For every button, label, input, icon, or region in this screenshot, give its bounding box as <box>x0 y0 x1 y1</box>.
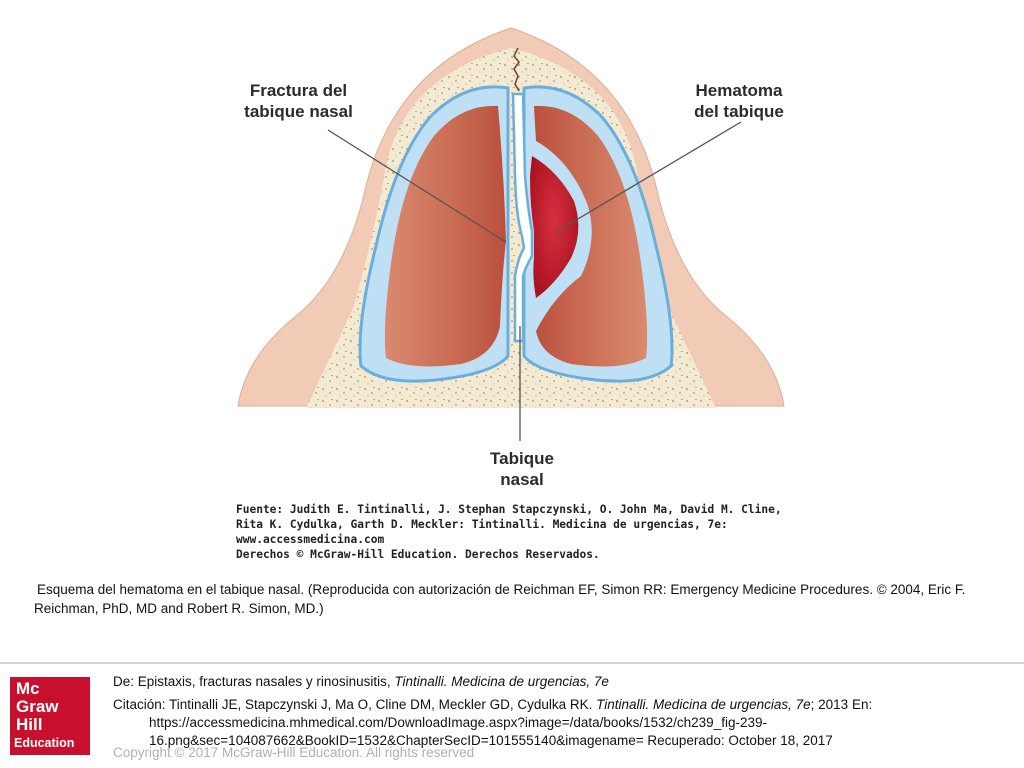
source-chapter-line: De: Epistaxis, fracturas nasales y rinos… <box>113 673 1013 691</box>
citation-url-line-2[interactable]: 16.png&sec=104087662&BookID=1532&Chapter… <box>149 733 833 748</box>
septum-label: Tabique nasal <box>476 448 568 490</box>
nasal-septum <box>511 92 534 343</box>
mcgraw-hill-logo: Mc Graw Hill Education <box>10 677 90 755</box>
logo-text-education: Education <box>14 736 75 750</box>
nasal-septum-diagram: Fractura del tabique nasal Hematoma del … <box>236 26 786 564</box>
hematoma-pointer-line <box>555 121 742 233</box>
hematoma-label-line-1: Hematoma <box>695 81 783 100</box>
citation-separator: . <box>588 697 597 712</box>
fracture-label: Fractura del tabique nasal <box>236 80 361 122</box>
logo-text-hill: Hill <box>16 715 43 734</box>
citation-line: Citación: Tintinalli JE, Stapczynski J, … <box>113 696 1013 714</box>
bone-suture <box>513 47 521 92</box>
nasal-cross-section-illustration <box>237 27 785 441</box>
source-line: Derechos © McGraw-Hill Education. Derech… <box>236 548 600 561</box>
caption-text: Esquema del hematoma en el tabique nasal… <box>34 582 966 616</box>
hematoma-label-line-2: del tabique <box>694 102 784 121</box>
copyright-notice: Copyright © 2017 McGraw-Hill Education. … <box>113 745 475 760</box>
septal-hematoma <box>530 156 579 298</box>
citation-year: ; 2013 En: <box>810 697 873 712</box>
logo-text-graw: Graw <box>16 697 59 716</box>
logo-text-mc: Mc <box>16 679 40 698</box>
fracture-label-line-2: tabique nasal <box>244 102 353 121</box>
right-nasal-cavity <box>534 105 648 367</box>
left-nasal-cavity <box>384 105 506 367</box>
source-book-title: Tintinalli. Medicina de urgencias, 7e <box>394 674 609 689</box>
citation-block: De: Epistaxis, fracturas nasales y rinos… <box>113 673 1013 750</box>
hematoma-label: Hematoma del tabique <box>688 80 790 122</box>
figure-source-credit: Fuente: Judith E. Tintinalli, J. Stephan… <box>236 502 782 562</box>
citation-url-line-1[interactable]: https://accessmedicina.mhmedical.com/Dow… <box>149 715 767 730</box>
source-line: Fuente: Judith E. Tintinalli, J. Stephan… <box>236 503 782 516</box>
septum-label-line-2: nasal <box>500 470 544 489</box>
fracture-label-line-1: Fractura del <box>249 81 348 100</box>
source-line: Rita K. Cydulka, Garth D. Meckler: Tinti… <box>236 518 728 531</box>
footer-divider <box>0 662 1024 664</box>
source-line: www.accessmedicina.com <box>236 533 385 546</box>
citation-book-title: Tintinalli. Medicina de urgencias, 7e <box>596 697 811 712</box>
fracture-pointer-line <box>327 129 507 243</box>
figure-caption: Esquema del hematoma en el tabique nasal… <box>34 580 1004 618</box>
septum-label-line-1: Tabique <box>490 449 554 468</box>
source-chapter-prefix: De: Epistaxis, fracturas nasales y rinos… <box>113 674 395 689</box>
citation-authors: Citación: Tintinalli JE, Stapczynski J, … <box>113 697 589 712</box>
